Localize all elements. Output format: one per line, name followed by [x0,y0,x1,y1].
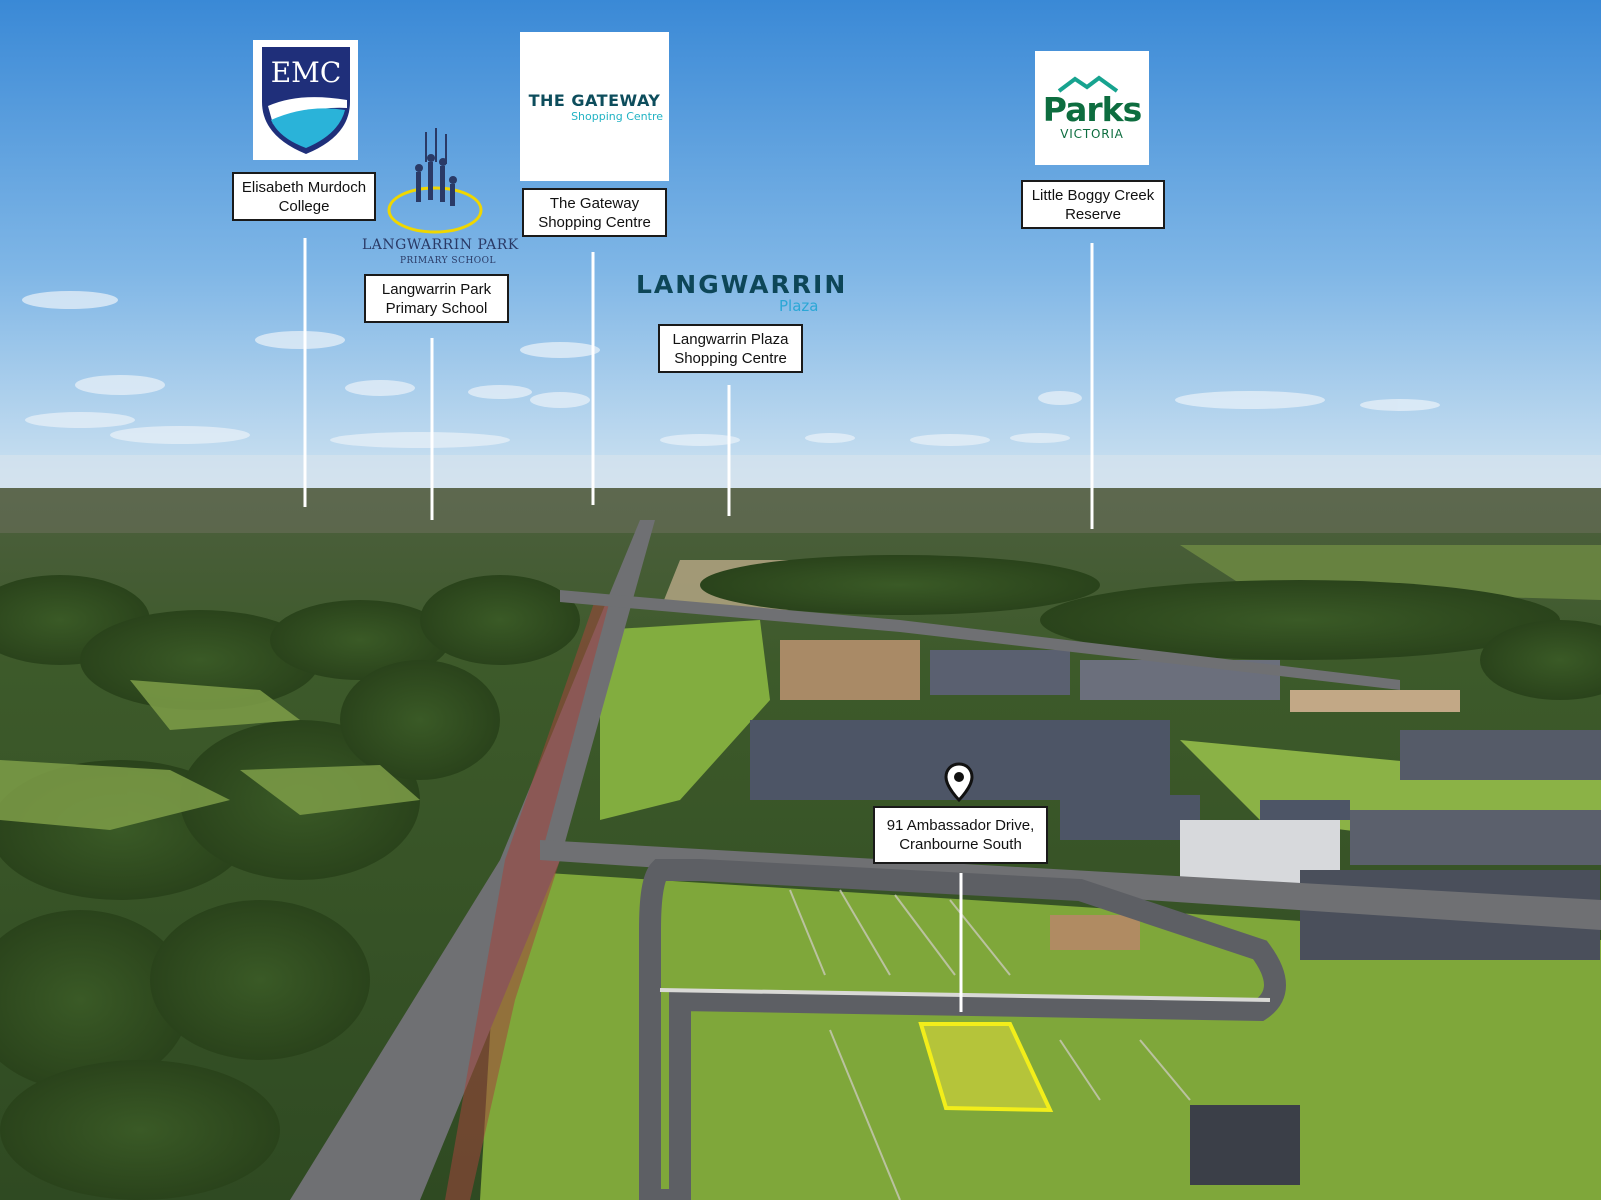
label-property-address: 91 Ambassador Drive, Cranbourne South [873,806,1048,864]
leader-lines [303,238,1094,1012]
langwarrin-plaza-logo-line1: LANGWARRIN [636,270,848,299]
label-line: 91 Ambassador Drive, [886,817,1035,834]
parks-victoria-logo: Parks VICTORIA [1035,51,1149,165]
sky [0,0,1601,490]
label-line: Little Boggy Creek [1031,186,1155,204]
label-langwarrin-park-primary-school: Langwarrin Park Primary School [364,274,509,323]
label-line: College [278,197,330,215]
emc-logo: EMC [253,40,358,160]
gateway-logo: THE GATEWAY Shopping Centre [520,32,669,181]
lpps-logo-line1: LANGWARRIN PARK [362,237,519,253]
label-elisabeth-murdoch-college: Elisabeth Murdoch College [232,172,376,221]
label-langwarrin-plaza-shopping-centre: Langwarrin Plaza Shopping Centre [658,324,803,373]
label-line: Shopping Centre [538,213,651,231]
emc-logo-text: EMC [270,56,341,89]
label-line: The Gateway [549,194,640,212]
gateway-logo-line1: THE GATEWAY [528,90,661,110]
figures-icon [387,128,483,234]
label-line: Elisabeth Murdoch [241,178,367,196]
label-little-boggy-creek-reserve: Little Boggy Creek Reserve [1021,180,1165,229]
mountain-waves-icon [1057,75,1119,93]
langwarrin-plaza-logo-line2: Plaza [779,297,819,315]
parks-logo-line2: VICTORIA [1060,127,1124,141]
clouds [22,291,1440,448]
label-line: Langwarrin Park [381,280,492,298]
lpps-logo-line2: PRIMARY SCHOOL [400,256,497,266]
gateway-logo-line2: Shopping Centre [571,109,663,123]
label-line: Primary School [385,299,488,317]
map-pin-icon [944,762,974,802]
label-line: Cranbourne South [899,836,1022,853]
label-line: Langwarrin Plaza [672,330,789,348]
label-the-gateway-shopping-centre: The Gateway Shopping Centre [522,188,667,237]
label-line: Reserve [1065,205,1121,223]
highlighted-lot [918,1022,1054,1113]
shield-icon: EMC [261,47,350,154]
parks-logo-line1: Parks [1042,90,1142,129]
label-line: Shopping Centre [674,349,787,367]
